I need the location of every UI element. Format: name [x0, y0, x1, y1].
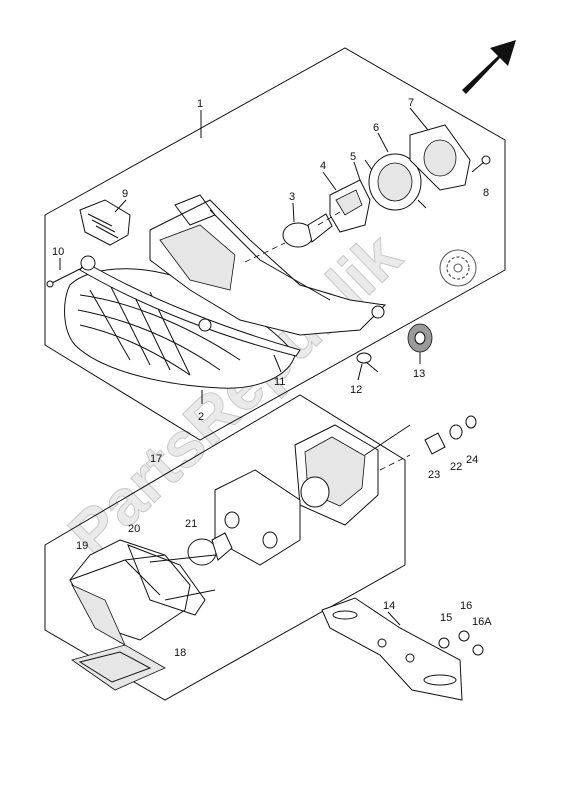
tail-lamp-assembly-frame — [44, 47, 506, 441]
part-labels: 1 2 3 4 5 6 7 8 9 10 11 12 13 14 15 16 1… — [52, 97, 492, 659]
clip-part — [79, 199, 131, 246]
label-1: 1 — [197, 98, 203, 110]
screw-10 — [46, 255, 96, 288]
label-23: 23 — [428, 469, 440, 481]
front-arrow-icon — [462, 40, 516, 94]
spacer-23 — [424, 432, 446, 455]
label-2: 2 — [198, 411, 204, 423]
bolt-16 — [458, 630, 470, 642]
label-4: 4 — [320, 160, 326, 172]
label-17: 17 — [150, 453, 162, 465]
bulb-21 — [187, 532, 233, 566]
gear-icon — [439, 249, 477, 287]
label-15: 15 — [440, 612, 452, 624]
label-11: 11 — [274, 376, 285, 388]
screw-12 — [356, 352, 379, 373]
lens-19 — [69, 539, 216, 646]
license-lamp-assembly-frame — [44, 394, 406, 701]
label-12: 12 — [350, 384, 362, 396]
gasket-7 — [409, 124, 471, 191]
label-22: 22 — [450, 461, 462, 473]
label-9: 9 — [122, 188, 128, 200]
label-20: 20 — [128, 523, 140, 535]
washer-22 — [449, 424, 463, 440]
nut-24 — [465, 415, 477, 429]
socket-ring-6 — [364, 153, 427, 211]
label-5: 5 — [350, 151, 356, 163]
label-3: 3 — [289, 191, 295, 203]
tail-lamp-housing — [64, 194, 387, 389]
label-19: 19 — [76, 540, 88, 552]
leader-lines — [59, 107, 429, 626]
screw-8 — [471, 155, 491, 173]
label-7: 7 — [408, 97, 414, 109]
license-lamp-housing — [214, 424, 411, 566]
bracket-14 — [321, 597, 463, 701]
label-8: 8 — [483, 187, 489, 199]
label-16: 16 — [460, 600, 472, 612]
grommet-13 — [407, 323, 433, 353]
washer-15 — [438, 637, 450, 649]
socket-4 — [317, 179, 371, 233]
bolt-16a — [472, 644, 484, 656]
label-13: 13 — [413, 368, 425, 380]
label-24: 24 — [466, 454, 478, 466]
label-21: 21 — [185, 518, 197, 530]
bulb-3 — [244, 213, 333, 263]
label-16a: 16A — [472, 616, 492, 628]
label-10: 10 — [52, 246, 64, 258]
label-6: 6 — [373, 122, 379, 134]
label-18: 18 — [174, 647, 186, 659]
label-14: 14 — [383, 600, 395, 612]
plate-18 — [71, 644, 166, 691]
